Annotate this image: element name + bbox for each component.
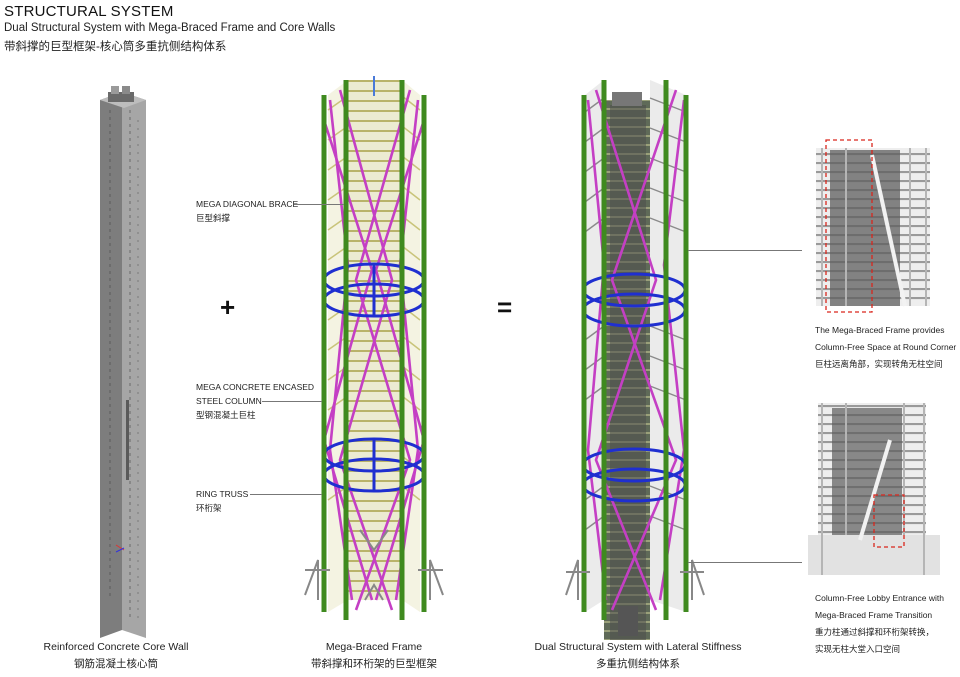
label-mega-column: MEGA CONCRETE ENCASED STEEL COLUMN 型钢混凝土…: [196, 380, 314, 422]
caption-frame-en: Mega-Braced Frame: [325, 641, 423, 653]
core-wall-model: [100, 86, 146, 638]
caption-dual-zh: 多重抗侧结构体系: [596, 658, 680, 670]
caption-frame-zh: 带斜撑和环桁架的巨型框架: [311, 658, 437, 670]
subtitle-english: Dual Structural System with Mega-Braced …: [4, 22, 336, 34]
caption-mega-braced-frame: Mega-Braced Frame 带斜撑和环桁架的巨型框架: [264, 639, 484, 673]
note-2-en-1: Column-Free Lobby Entrance with: [815, 593, 944, 603]
note-2-en-2: Mega-Braced Frame Transition: [815, 610, 933, 620]
detail-round-corner: [816, 139, 930, 313]
label-diagonal-brace-zh: 巨型斜撑: [196, 213, 231, 223]
leader-line-detail-2: [688, 562, 802, 563]
note-1-en-2: Column-Free Space at Round Corner: [815, 342, 957, 352]
note-1-zh: 巨柱远离角部，实现转角无柱空间: [815, 359, 943, 369]
note-round-corner: The Mega-Braced Frame provides Column-Fr…: [815, 322, 960, 373]
leader-line-column: [262, 401, 322, 402]
caption-dual-system: Dual Structural System with Lateral Stif…: [528, 639, 748, 673]
caption-dual-en: Dual Structural System with Lateral Stif…: [534, 641, 742, 653]
plus-operator: +: [220, 292, 236, 322]
caption-core-wall: Reinforced Concrete Core Wall 钢筋混凝土核心筒: [6, 639, 226, 673]
leader-line-ring-truss: [250, 494, 322, 495]
label-ring-truss: RING TRUSS 环桁架: [196, 487, 248, 515]
note-1-en-1: The Mega-Braced Frame provides: [815, 325, 945, 335]
label-ring-truss-zh: 环桁架: [196, 503, 222, 513]
note-2-zh-1: 重力柱通过斜撑和环桁架转换，: [815, 627, 935, 637]
label-ring-truss-en: RING TRUSS: [196, 489, 249, 499]
label-column-en-1: MEGA CONCRETE ENCASED: [196, 382, 315, 392]
leader-line-detail-1: [688, 250, 802, 251]
subtitle-chinese: 带斜撑的巨型框架-核心筒多重抗侧结构体系: [4, 41, 227, 53]
note-lobby: Column-Free Lobby Entrance with Mega-Bra…: [815, 590, 960, 658]
equals-operator: =: [497, 292, 513, 322]
caption-core-wall-zh: 钢筋混凝土核心筒: [74, 658, 158, 670]
label-column-en-2: STEEL COLUMN: [196, 396, 262, 406]
detail-lobby-entrance: [808, 403, 940, 575]
label-mega-diagonal-brace: MEGA DIAGONAL BRACE 巨型斜撑: [196, 197, 298, 225]
mega-braced-frame-model: [304, 76, 444, 620]
page-title: STRUCTURAL SYSTEM: [4, 3, 174, 20]
label-diagonal-brace-en: MEGA DIAGONAL BRACE: [196, 199, 299, 209]
caption-core-wall-en: Reinforced Concrete Core Wall: [43, 641, 189, 653]
label-column-zh: 型钢混凝土巨柱: [196, 410, 256, 420]
dual-system-model: [565, 80, 705, 640]
leader-line-brace: [294, 204, 344, 205]
note-2-zh-2: 实现无柱大堂入口空间: [815, 644, 901, 654]
